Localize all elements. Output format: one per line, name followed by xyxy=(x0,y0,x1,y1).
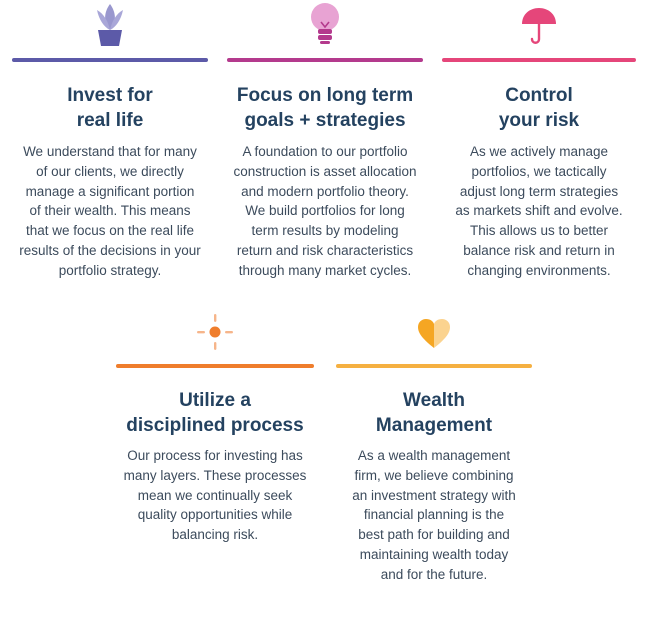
card-description: A foundation to our portfolio constructi… xyxy=(233,144,417,278)
card-description: We understand that for many of our clien… xyxy=(19,144,201,278)
lightbulb-icon xyxy=(311,3,339,44)
divider-rule xyxy=(116,364,314,368)
card-title: Control your risk xyxy=(498,85,580,131)
divider-rule xyxy=(442,58,636,62)
card-invest-for-real-life: Invest for real life We understand that … xyxy=(12,0,208,290)
card-title: Utilize a disciplined process xyxy=(126,390,304,436)
umbrella-icon xyxy=(522,8,556,44)
card-title: Focus on long term goals + strategies xyxy=(236,85,414,131)
card-control-your-risk: Control your risk As we actively manage … xyxy=(442,0,636,290)
card-description: Our process for investing has many layer… xyxy=(123,448,307,543)
card-description: As we actively manage portfolios, we tac… xyxy=(455,144,623,278)
card-description: As a wealth management firm, we believe … xyxy=(352,448,516,582)
card-utilize-disciplined-process: Utilize a disciplined process Our proces… xyxy=(116,310,314,550)
divider-rule xyxy=(227,58,423,62)
card-focus-on-long-term: Focus on long term goals + strategies A … xyxy=(227,0,423,290)
card-title: Wealth Management xyxy=(375,390,493,436)
card-title: Invest for real life xyxy=(67,85,153,131)
target-icon xyxy=(197,314,233,350)
divider-rule xyxy=(12,58,208,62)
divider-rule xyxy=(336,364,532,368)
plant-icon xyxy=(97,4,123,46)
card-wealth-management: Wealth Management As a wealth management… xyxy=(336,310,532,600)
heart-icon xyxy=(418,319,450,348)
